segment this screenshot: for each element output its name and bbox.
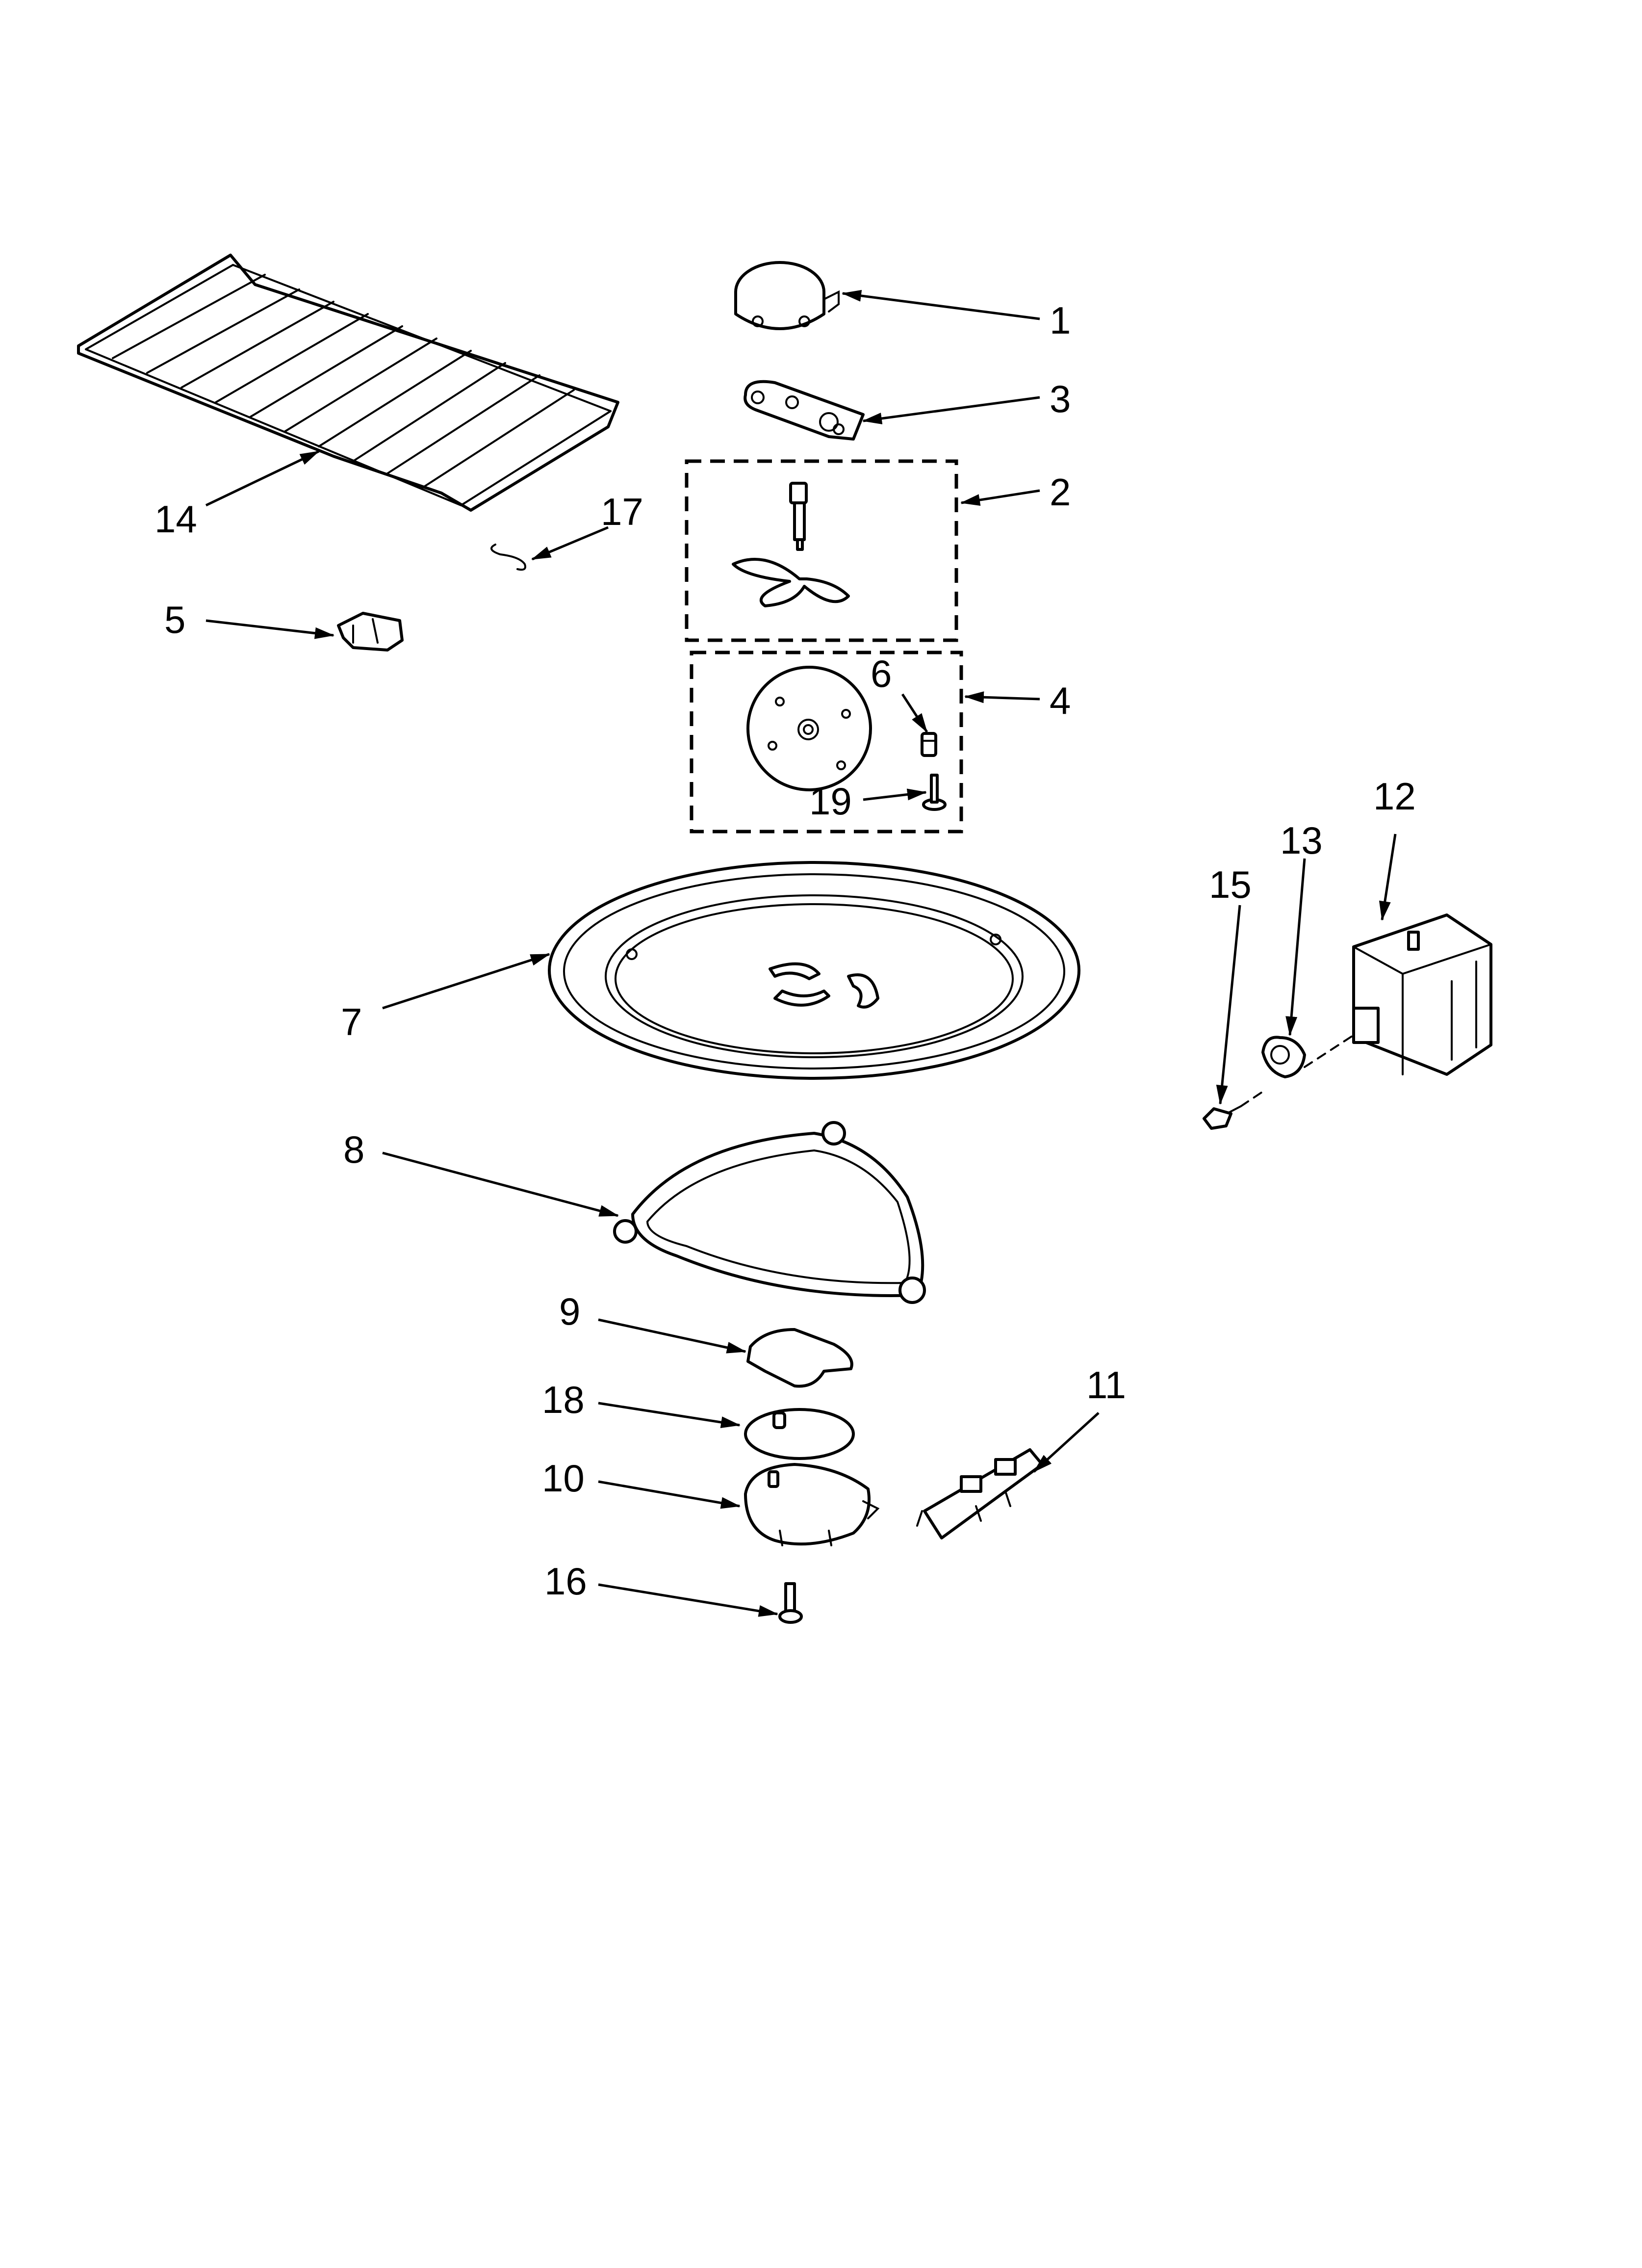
callout-3: 3 (1050, 377, 1071, 420)
leader-3 (862, 396, 1040, 424)
part-7-turntable (548, 861, 1080, 1080)
leader-4 (964, 691, 1040, 704)
leader-19 (863, 788, 927, 801)
part-2-stirrer-shaft (789, 482, 808, 551)
part-8-roller-ring (613, 1121, 926, 1304)
callout-6: 6 (871, 652, 892, 695)
part-10-turntable-motor (744, 1463, 880, 1546)
part-9-coupler (746, 1328, 853, 1388)
part-15-screw (1203, 1105, 1242, 1130)
callout-5: 5 (164, 598, 185, 641)
leader-16 (598, 1583, 778, 1617)
part-14-oven-rack (77, 254, 619, 512)
leader-8 (382, 1151, 619, 1217)
part-11-circuit-board (916, 1448, 1044, 1539)
part-18-disc (744, 1408, 855, 1460)
callout-18: 18 (542, 1378, 585, 1421)
callout-9: 9 (559, 1290, 580, 1333)
leader-2 (960, 489, 1040, 506)
leader-12 (1379, 834, 1397, 921)
leader-17 (531, 526, 609, 561)
part-5-bracket (337, 612, 404, 652)
part-17-clip (490, 544, 526, 571)
callout-14: 14 (154, 497, 197, 541)
assembly-line (1240, 1034, 1355, 1107)
leader-18 (598, 1402, 741, 1428)
part-3-plate (744, 380, 865, 441)
part-1-motor (734, 261, 840, 330)
callout-13: 13 (1280, 819, 1323, 862)
part-12-magnetron (1352, 913, 1492, 1076)
callout-17: 17 (601, 490, 643, 533)
leader-9 (598, 1318, 746, 1354)
callout-16: 16 (544, 1560, 587, 1603)
callout-19: 19 (809, 780, 852, 823)
leader-13 (1285, 858, 1306, 1036)
leader-1 (842, 289, 1040, 320)
part-13-thermal-protector (1261, 1036, 1306, 1078)
leader-15 (1216, 905, 1241, 1105)
part-2-stirrer-blade (732, 558, 850, 607)
callout-2: 2 (1050, 470, 1071, 514)
callout-1: 1 (1050, 299, 1071, 342)
leader-10 (598, 1480, 741, 1509)
part-19-pin (922, 774, 947, 811)
leader-lines (205, 289, 1397, 1617)
leader-7 (382, 953, 550, 1010)
part-2-assembly-box (685, 459, 958, 642)
callout-7: 7 (341, 1000, 362, 1043)
callout-11: 11 (1086, 1363, 1126, 1407)
leader-5 (205, 619, 334, 639)
part-4-assembly-box (690, 651, 963, 834)
callout-4: 4 (1050, 679, 1071, 722)
callout-12: 12 (1373, 775, 1416, 818)
callout-8: 8 (343, 1128, 364, 1171)
part-16-screw (778, 1582, 803, 1624)
leader-6 (901, 693, 928, 733)
part-4-stirrer-cover (746, 666, 872, 791)
part-6-fastener (921, 732, 937, 757)
leader-14 (205, 450, 320, 507)
callout-15: 15 (1209, 863, 1252, 906)
callout-10: 10 (542, 1457, 585, 1500)
callout-labels: 1 2 3 4 5 6 7 8 9 10 11 12 13 14 15 16 1… (154, 299, 1416, 1603)
leader-11 (1033, 1412, 1100, 1473)
